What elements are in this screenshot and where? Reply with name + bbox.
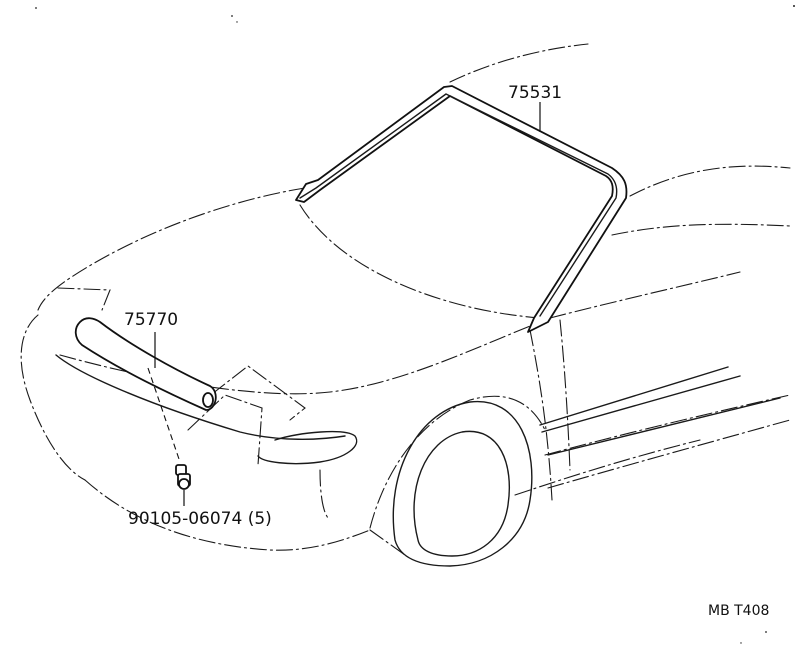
side-molding-lower xyxy=(547,397,781,456)
scan-specks xyxy=(35,5,795,644)
tire-inner xyxy=(413,430,510,557)
speck xyxy=(765,631,767,633)
hood-front-molding-strip xyxy=(74,317,217,411)
roof-line xyxy=(449,43,589,83)
rocker-line xyxy=(544,394,791,456)
hood-front-edge xyxy=(55,354,358,465)
side-molding-middle xyxy=(541,375,741,433)
valance-corner xyxy=(369,529,406,556)
hood-upper-line xyxy=(37,187,306,311)
rear-deck-line xyxy=(629,165,791,197)
diagram-code: MB T408 xyxy=(708,603,769,619)
tire-outer xyxy=(392,400,533,567)
side-molding-upper xyxy=(539,366,729,426)
leader-clip-to-molding xyxy=(147,367,181,463)
clip-part xyxy=(175,464,191,490)
beltline xyxy=(549,271,741,319)
speck xyxy=(740,642,742,644)
hood-nose-line xyxy=(55,354,346,440)
clip-base xyxy=(178,478,190,490)
speck xyxy=(793,5,795,7)
part-number-windshield-molding: 75531 xyxy=(508,83,562,103)
quarter-line xyxy=(611,223,791,236)
windshield-molding-inner-line xyxy=(299,93,618,317)
front-wheel xyxy=(392,400,533,567)
a-pillar-lower xyxy=(559,319,571,471)
side-molding-lines xyxy=(539,366,781,456)
hood-front-molding xyxy=(74,317,217,411)
leader-lines xyxy=(147,102,541,506)
front-fascia-side xyxy=(319,469,329,519)
windshield-molding xyxy=(295,85,628,333)
headlamp-left xyxy=(57,287,111,311)
speck xyxy=(236,21,238,23)
speck xyxy=(35,7,37,9)
windshield-molding-outer xyxy=(295,85,628,333)
speck xyxy=(231,15,233,17)
part-number-clip: 90105-06074 (5) xyxy=(128,509,272,529)
rocker-bottom xyxy=(514,439,701,496)
rocker-line-lower xyxy=(547,419,791,489)
lower-valance xyxy=(84,479,371,551)
front-bumper-line xyxy=(20,314,86,481)
windshield-lower-edge xyxy=(299,204,541,319)
door-gap xyxy=(529,329,553,501)
part-number-hood-front-molding: 75770 xyxy=(124,310,178,330)
wheel-arch xyxy=(369,395,546,529)
headlamp-right-upper xyxy=(211,365,306,421)
hood-front-molding-end-cap xyxy=(202,392,214,408)
turn-signal-lens xyxy=(257,430,358,465)
